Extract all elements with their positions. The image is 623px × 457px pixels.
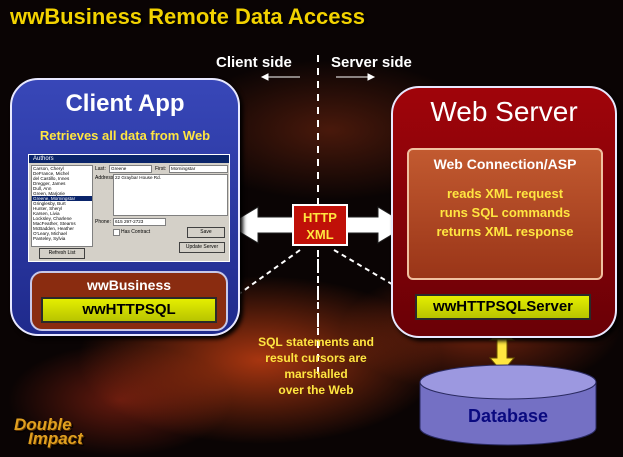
last-field[interactable]: Greene: [109, 165, 152, 173]
address-label: Address:: [95, 175, 115, 181]
author-list-item[interactable]: Panteley, Sylvia: [33, 236, 66, 241]
client-app-title: Client App: [65, 90, 185, 117]
authors-window-titlebar: Authors: [29, 155, 229, 163]
web-server-title: Web Server: [430, 96, 578, 127]
author-list-item[interactable]: Dull, Ann: [33, 186, 52, 191]
phone-label: Phone:: [95, 219, 111, 225]
client-side-arrow: [260, 73, 300, 81]
http-label: HTTP: [303, 210, 337, 225]
save-button[interactable]: Save: [187, 227, 225, 238]
wc-line-2: runs SQL commands: [439, 205, 571, 220]
phone-field[interactable]: 615 297-2723: [113, 218, 166, 226]
author-list-item[interactable]: del Castillo, Innes: [33, 176, 70, 181]
wwhttpsql-button: wwHTTPSQL: [41, 297, 217, 323]
server-side-arrow: [336, 73, 376, 81]
client-app-box: Client App Retrieves all data from Web A…: [10, 78, 240, 336]
note-line-2: result cursors are: [265, 351, 367, 365]
database-cylinder: [419, 364, 597, 446]
author-list-item[interactable]: O'Leary, Michael: [33, 231, 67, 236]
wwbusiness-box: wwBusiness wwHTTPSQL: [30, 271, 228, 331]
page-title: wwBusiness Remote Data Access: [10, 4, 365, 29]
http-xml-box: HTTP XML: [292, 204, 348, 246]
author-list-item[interactable]: Hunter, Sheryl: [33, 206, 63, 211]
has-contract-label: Has Contract: [121, 229, 151, 235]
update-server-button[interactable]: Update Server: [179, 242, 225, 253]
note-line-1: SQL statements and: [258, 335, 374, 349]
author-list-item[interactable]: Gringlesby, Burt: [33, 201, 66, 206]
wc-line-1: reads XML request: [446, 186, 564, 201]
xml-label: XML: [306, 227, 334, 242]
logo-line-1: Double: [14, 415, 72, 434]
first-field[interactable]: Morningstar: [169, 165, 228, 173]
web-connection-title: Web Connection/ASP: [433, 156, 577, 172]
double-impact-logo: Double Impact: [14, 415, 83, 448]
note-line-3: marshalled: [284, 367, 348, 381]
author-list-item[interactable]: McBadden, Heather: [33, 226, 74, 231]
author-list-item[interactable]: Dregger, James: [33, 181, 66, 186]
author-list-item[interactable]: Karsen, Livia: [33, 211, 60, 216]
logo-line-2: Impact: [28, 429, 83, 448]
author-list-item[interactable]: MacFeather, Stearns: [33, 221, 76, 226]
last-label: Last:: [95, 166, 106, 172]
wwbusiness-label: wwBusiness: [86, 277, 172, 293]
client-app-subtitle: Retrieves all data from Web: [39, 128, 211, 143]
refresh-list-button[interactable]: Refresh List: [39, 248, 85, 259]
address-field[interactable]: 22 Graybar House Rd.: [113, 174, 228, 216]
author-list-item[interactable]: DeFrance, Michel: [33, 171, 69, 176]
author-list-item[interactable]: Greene, Morningstar: [32, 196, 92, 201]
marshalling-note: SQL statements and result cursors are ma…: [236, 334, 396, 398]
note-line-4: over the Web: [278, 383, 354, 397]
server-side-label: Server side: [331, 54, 412, 71]
client-side-label: Client side: [216, 54, 292, 71]
database-label: Database: [467, 406, 549, 426]
web-server-box: Web Server Web Connection/ASP reads XML …: [391, 86, 617, 338]
author-list-item[interactable]: Green, Marjorie: [33, 191, 65, 196]
has-contract-checkbox[interactable]: [113, 229, 120, 236]
first-label: First:: [155, 166, 167, 172]
author-list-item[interactable]: Locksley, Charlene: [33, 216, 72, 221]
wwhttpsqlserver-button: wwHTTPSQLServer: [415, 294, 591, 320]
wc-line-3: returns XML response: [436, 224, 574, 239]
web-connection-box: Web Connection/ASP reads XML request run…: [407, 148, 603, 280]
author-list-item[interactable]: Carson, Cheryl: [33, 166, 64, 171]
